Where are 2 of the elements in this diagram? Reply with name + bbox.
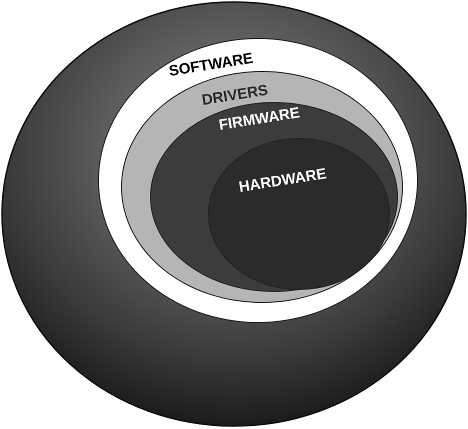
layer-label: SOFTWARE — [168, 50, 254, 80]
layer-label: HARDWARE — [238, 165, 328, 196]
